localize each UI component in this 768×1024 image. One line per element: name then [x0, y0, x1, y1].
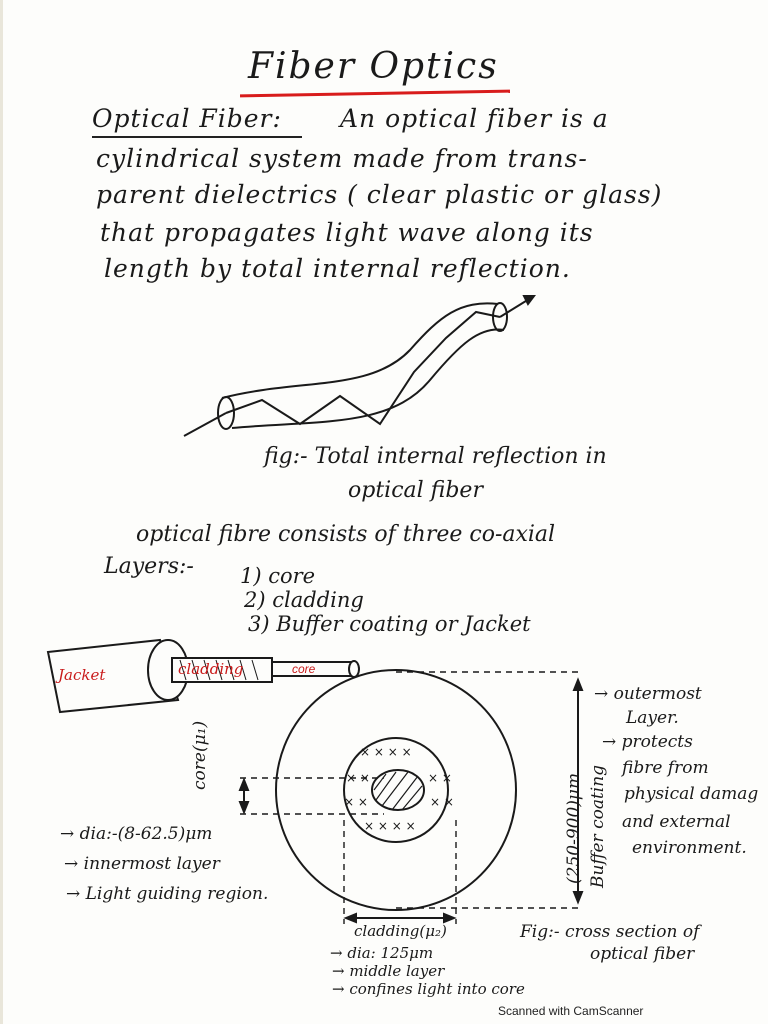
- figure1-caption-line-1: fig:- Total internal reflection in: [264, 444, 607, 469]
- page-title: Fiber Optics: [248, 46, 499, 87]
- buffer-note-5: physical damag: [624, 784, 759, 804]
- cladding-note-diameter: → dia: 125μm: [330, 944, 434, 962]
- svg-text:× ×: × ×: [344, 795, 368, 809]
- core-note-light-guiding: → Light guiding region.: [66, 884, 269, 904]
- definition-line-3: parent dielectrics ( clear plastic or gl…: [96, 180, 663, 209]
- cladding-label: cladding(μ₂): [354, 922, 447, 940]
- buffer-note-6: and external: [622, 812, 731, 832]
- buffer-note-1: → outermost: [594, 684, 702, 704]
- layer-item-core: 1) core: [240, 564, 316, 588]
- figure1-caption-line-2: optical fiber: [348, 478, 483, 503]
- buffer-note-3: → protects: [602, 732, 693, 752]
- layer-item-buffer: 3) Buffer coating or Jacket: [248, 612, 531, 636]
- buffer-note-4: fibre from: [622, 758, 709, 778]
- buffer-note-7: environment.: [632, 838, 747, 858]
- definition-term: Optical Fiber:: [92, 104, 282, 133]
- scanner-watermark: Scanned with CamScanner: [498, 1004, 644, 1018]
- layer-item-cladding: 2) cladding: [244, 588, 364, 612]
- layers-intro-line-1: optical fibre consists of three co-axial: [136, 522, 556, 547]
- buffer-dim-label: (250-900)μm: [564, 772, 584, 884]
- cable-label-cladding: cladding: [178, 660, 244, 678]
- term-underline: [92, 136, 302, 138]
- core-note-diameter: → dia:-(8-62.5)μm: [60, 824, 213, 844]
- cable-label-jacket: Jacket: [58, 666, 106, 684]
- core-note-innermost: → innermost layer: [64, 854, 220, 874]
- svg-text:× × × ×: × × × ×: [360, 745, 412, 759]
- svg-text:× × × ×: × × × ×: [364, 819, 416, 833]
- buffer-note-2: Layer.: [626, 708, 679, 728]
- buffer-coating-label: Buffer coating: [588, 764, 608, 888]
- layers-intro-line-2: Layers:-: [104, 554, 194, 579]
- page-edge: [0, 0, 3, 1024]
- svg-text:× ×: × ×: [346, 771, 370, 785]
- core-label: core(μ₁): [190, 720, 210, 790]
- svg-text:× ×: × ×: [428, 771, 452, 785]
- cable-label-core: core: [292, 662, 316, 676]
- svg-text:× ×: × ×: [430, 795, 454, 809]
- figure2-caption-line-2: optical fiber: [590, 944, 695, 964]
- cladding-note-middle: → middle layer: [332, 962, 445, 980]
- definition-line-4: that propagates light wave along its: [100, 218, 594, 247]
- definition-line-1: An optical fiber is a: [340, 104, 609, 133]
- cladding-note-confines: → confines light into core: [332, 980, 525, 998]
- figure2-caption-line-1: Fig:- cross section of: [520, 922, 700, 942]
- definition-line-5: length by total internal reflection.: [104, 254, 571, 283]
- definition-line-2: cylindrical system made from trans-: [96, 144, 588, 173]
